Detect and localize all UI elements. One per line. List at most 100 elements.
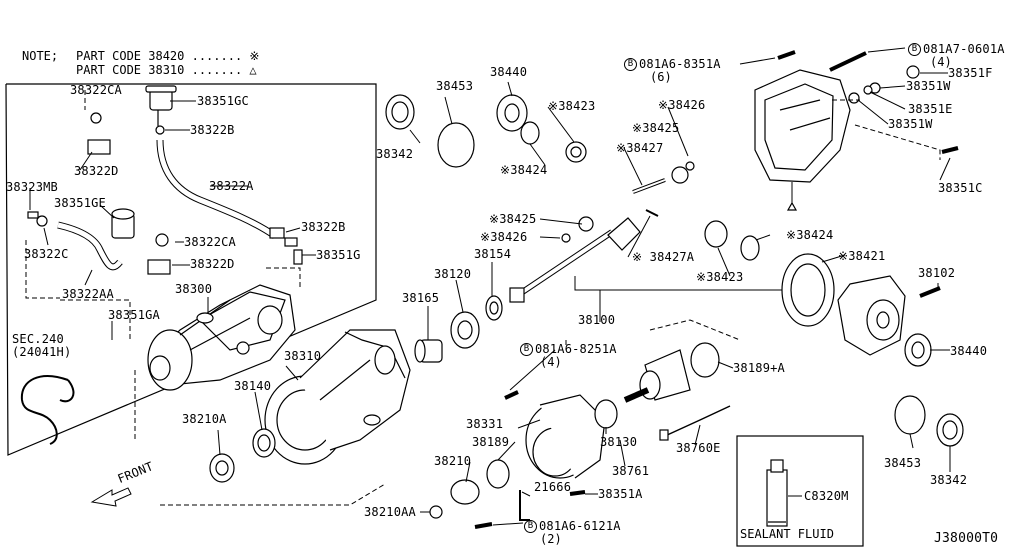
final-drive-assembly-38300 [147, 284, 296, 391]
callout-38423-top[interactable]: ※38423 [548, 99, 596, 113]
rear-cover [754, 69, 851, 183]
callout-38351F[interactable]: 38351F [948, 66, 993, 80]
b-circle-icon: B [520, 343, 533, 356]
callout-38331[interactable]: 38331 [466, 417, 504, 431]
washer-38351W-b [848, 92, 860, 104]
callout-38323MB[interactable]: 38323MB [6, 180, 58, 194]
callout-38322AA[interactable]: 38322AA [62, 287, 114, 301]
callout-38351W-a[interactable]: 38351W [906, 79, 951, 93]
callout-38322D-top[interactable]: 38322D [74, 164, 119, 178]
bolt-081A6-8251A [504, 390, 519, 400]
callout-38100[interactable]: 38100 [578, 313, 616, 327]
bolt-ref-qty: (4) [930, 55, 952, 69]
diagram-code: J38000T0 [934, 531, 999, 546]
callout-38154[interactable]: 38154 [474, 247, 512, 261]
callout-38342-top[interactable]: 38342 [376, 147, 414, 161]
bolt-ref-qty: (2) [540, 532, 562, 546]
callout-38440-right[interactable]: 38440 [950, 344, 988, 358]
callout-38440-top[interactable]: 38440 [490, 65, 528, 79]
callout-C8320M[interactable]: C8320M [804, 489, 849, 503]
callout-38453-right[interactable]: 38453 [884, 456, 922, 470]
callout-38210A[interactable]: 38210A [182, 412, 227, 426]
bolt-ref-code: 081A7-0601A [923, 42, 1005, 56]
callout-38322CA-mid[interactable]: 38322CA [184, 235, 236, 249]
sealant-tube-icon [766, 459, 788, 527]
callout-38423-mid[interactable]: ※38423 [696, 270, 744, 284]
callout-38351GE[interactable]: 38351GE [54, 196, 106, 210]
plug-38351F [906, 65, 920, 79]
callout-38322C[interactable]: 38322C [24, 247, 69, 261]
companion-flange-38189A [623, 342, 720, 403]
b-circle-icon: B [524, 520, 537, 533]
callout-38351G[interactable]: 38351G [316, 248, 361, 262]
callout-38424-top[interactable]: ※38424 [500, 163, 548, 177]
callout-38351C[interactable]: 38351C [938, 181, 983, 195]
callout-38427[interactable]: ※38427 [616, 141, 664, 155]
callout-38342-right[interactable]: 38342 [930, 473, 968, 487]
callout-38322B-top[interactable]: 38322B [190, 123, 235, 137]
callout-38351GC[interactable]: 38351GC [197, 94, 249, 108]
washer-38424-top [520, 121, 540, 145]
bolt-081A6-8351A [777, 50, 796, 60]
sec-ref-line-2: (24041H) [12, 345, 72, 359]
callout-38426-mid[interactable]: ※38426 [480, 230, 528, 244]
bracket-21666 [519, 490, 530, 521]
callout-38130[interactable]: 38130 [600, 435, 638, 449]
callout-38210[interactable]: 38210 [434, 454, 472, 468]
callout-38140[interactable]: 38140 [234, 379, 272, 393]
callout-38761[interactable]: 38761 [612, 464, 650, 478]
callout-38425-mid[interactable]: ※38425 [489, 212, 537, 226]
breather-38351GC [145, 85, 177, 126]
callout-38300[interactable]: 38300 [175, 282, 213, 296]
callout-21666[interactable]: 21666 [534, 480, 572, 494]
ring-38453-right [894, 395, 926, 435]
bolt-ref-qty: (4) [540, 355, 562, 369]
callout-38310[interactable]: 38310 [284, 349, 322, 363]
callout-38120[interactable]: 38120 [434, 267, 472, 281]
callout-38426-top[interactable]: ※38426 [658, 98, 706, 112]
washer-38424-mid [740, 235, 760, 261]
bolt-38351C [941, 146, 959, 154]
seal-38130 [594, 399, 618, 429]
sec-ref-line-1[interactable]: SEC.240 [12, 332, 64, 346]
stud-081A7 [829, 51, 867, 72]
harness-38760E [664, 405, 731, 437]
callout-38189A[interactable]: 38189+A [733, 361, 785, 375]
callout-38102[interactable]: 38102 [918, 266, 956, 280]
diff-case-38421 [837, 275, 906, 356]
callout-38424-mid[interactable]: ※38424 [786, 228, 834, 242]
callout-38760E[interactable]: 38760E [676, 441, 721, 455]
bolt-38351A [569, 490, 586, 496]
subassembly-frame [5, 83, 377, 456]
callout-38322CA-top[interactable]: 38322CA [70, 83, 122, 97]
b-circle-icon: B [624, 58, 637, 71]
callout-38351W-b[interactable]: 38351W [888, 117, 933, 131]
callout-38322B-mid[interactable]: 38322B [301, 220, 346, 234]
callout-38322D-mid[interactable]: 38322D [190, 257, 235, 271]
callout-38351GA[interactable]: 38351GA [108, 308, 160, 322]
gear-carrier-38310 [264, 329, 411, 465]
note-line-2: PART CODE 38310 ....... △ [76, 63, 257, 77]
leader-lines [29, 47, 951, 526]
front-arrow-icon [90, 487, 132, 507]
bolt-ref-code: 081A6-8351A [639, 57, 721, 71]
callout-38351E[interactable]: 38351E [908, 102, 953, 116]
callout-38421[interactable]: ※38421 [838, 249, 886, 263]
bolt-ref-qty: (6) [650, 70, 672, 84]
callout-38210AA[interactable]: 38210AA [364, 505, 416, 519]
ring-38453-top [437, 122, 475, 168]
callout-38322A[interactable]: 38322A [209, 179, 254, 193]
callout-38351A[interactable]: 38351A [598, 487, 643, 501]
callout-38453-top[interactable]: 38453 [436, 79, 474, 93]
b-circle-icon: B [908, 43, 921, 56]
callout-38189[interactable]: 38189 [472, 435, 510, 449]
callout-38427A[interactable]: ※ 38427A [632, 250, 695, 264]
breather-38351GE [111, 208, 135, 239]
callout-38165[interactable]: 38165 [402, 291, 440, 305]
callout-38425-top[interactable]: ※38425 [632, 121, 680, 135]
front-cover-38331 [525, 394, 606, 479]
